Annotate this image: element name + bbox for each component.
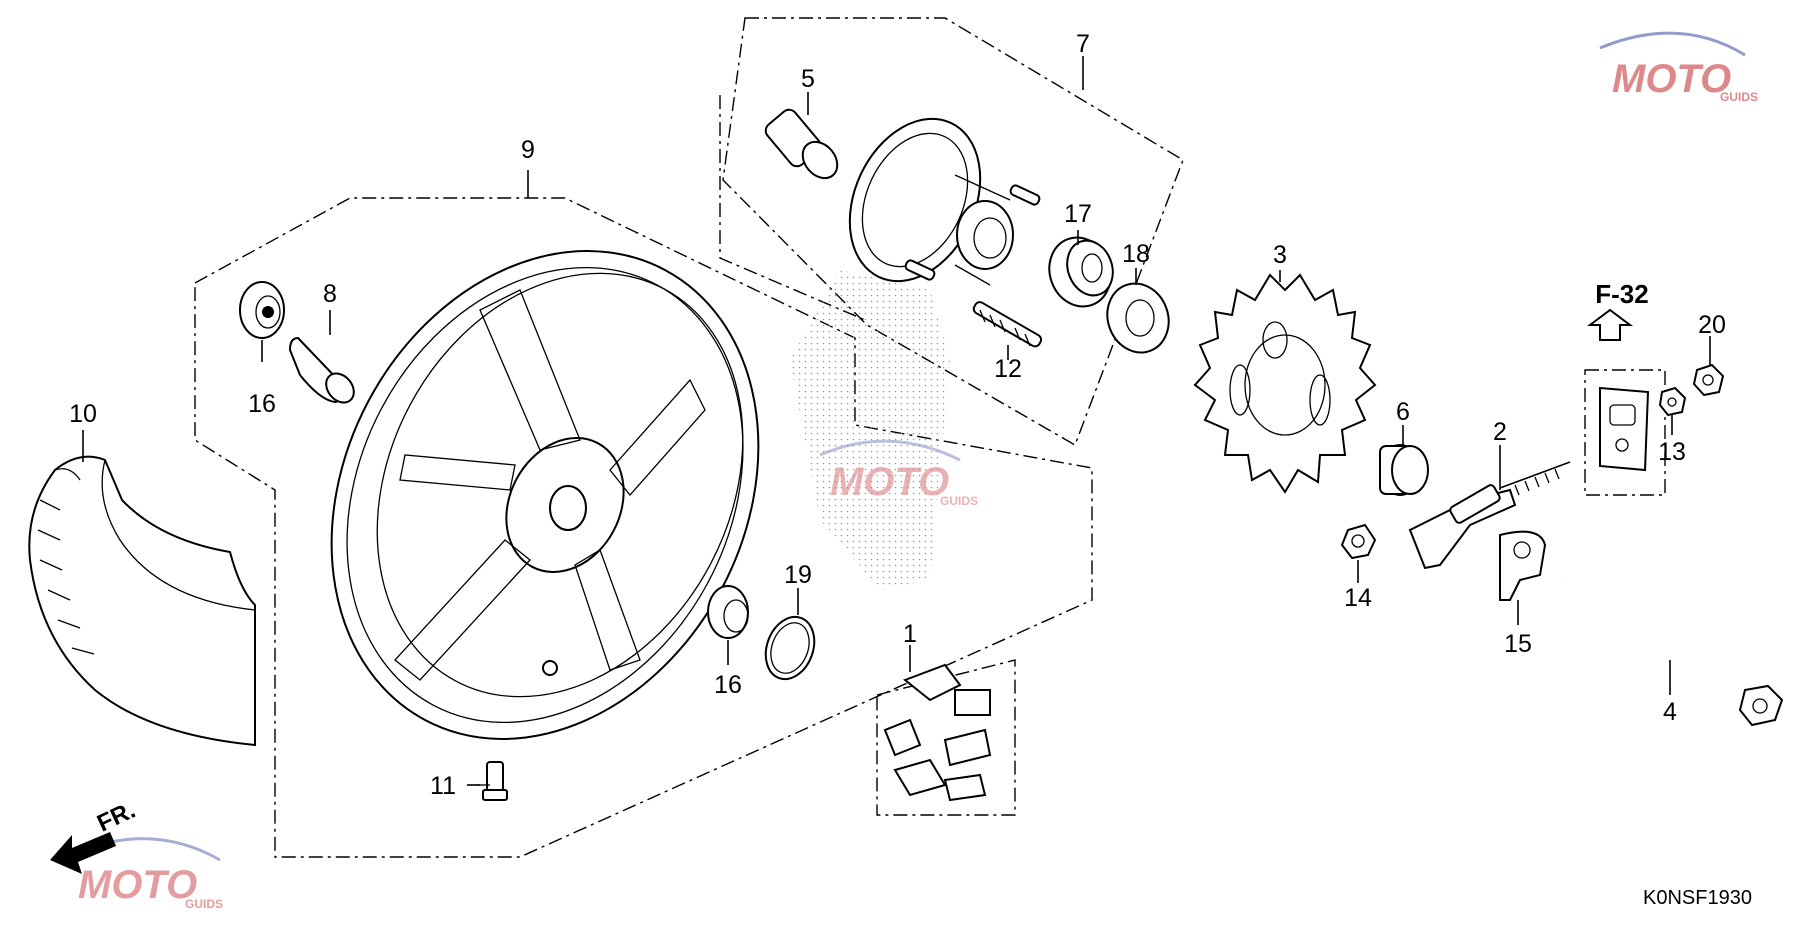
callout-14: 14 (1344, 584, 1372, 612)
tire (28, 455, 256, 747)
axle (1562, 577, 1784, 727)
callout-8: 8 (323, 280, 337, 308)
group-outline-hub (722, 17, 1184, 447)
callout-7: 7 (1076, 30, 1090, 58)
stud-bolt (972, 301, 1043, 348)
front-label: FR. (93, 797, 139, 838)
callout-3: 3 (1273, 241, 1287, 269)
collar-6 (1379, 444, 1429, 496)
plate-15 (1499, 530, 1547, 601)
leader-lines (82, 56, 1711, 786)
collar (764, 108, 839, 180)
nut-14 (1340, 523, 1377, 560)
watermark-text: MOTO (1612, 57, 1731, 101)
callout-16-lower: 16 (714, 671, 742, 699)
watermark-sub-bottom: GUIDS (185, 897, 223, 911)
group-outline-hub-inner (719, 95, 866, 321)
callout-1: 1 (903, 620, 917, 648)
wheel (330, 250, 760, 740)
callout-17: 17 (1064, 200, 1092, 228)
spacer (288, 336, 355, 404)
reference-label: F-32 (1595, 279, 1648, 309)
group-outline-damper (876, 659, 1016, 816)
callout-5: 5 (801, 65, 815, 93)
watermark-sub-center: GUIDS (940, 494, 978, 508)
oil-seal (1106, 282, 1170, 354)
callouts: 5 7 9 8 16 10 12 17 18 3 6 2 14 15 13 20… (69, 30, 1726, 800)
bearing-lower (707, 585, 749, 639)
callout-9: 9 (521, 136, 535, 164)
nut-20 (1692, 363, 1725, 397)
callout-16-upper: 16 (248, 390, 276, 418)
bearing-17 (1048, 236, 1114, 308)
watermark-top-right: MOTO GUIDS (1599, 31, 1758, 104)
callout-6: 6 (1396, 398, 1410, 426)
reference-f32 (1584, 308, 1666, 496)
group-outline-wheel (194, 197, 1093, 858)
callout-13: 13 (1658, 438, 1686, 466)
callout-10: 10 (69, 400, 97, 428)
sprocket (1193, 273, 1377, 494)
chain-adjuster (1408, 461, 1571, 570)
callout-11: 11 (430, 772, 456, 800)
watermark-bottom-left: MOTO GUIDS (69, 837, 223, 911)
drawing-code: K0NSF1930 (1643, 887, 1752, 909)
callout-12: 12 (994, 355, 1022, 383)
damper-rubbers (883, 663, 992, 802)
watermark-sub: GUIDS (1720, 90, 1758, 104)
callout-19: 19 (784, 561, 812, 589)
watermark-text-bottom: MOTO (78, 863, 197, 907)
callout-20: 20 (1698, 311, 1726, 339)
hub-flange (848, 117, 1041, 286)
callout-2: 2 (1493, 418, 1507, 446)
bearing-left (239, 281, 285, 339)
o-ring (764, 615, 816, 681)
callout-4: 4 (1663, 698, 1677, 726)
callout-15: 15 (1504, 630, 1532, 658)
valve-stem (477, 761, 508, 801)
callout-18: 18 (1122, 240, 1150, 268)
nut-13 (1658, 386, 1687, 417)
shading-hub (790, 270, 950, 590)
